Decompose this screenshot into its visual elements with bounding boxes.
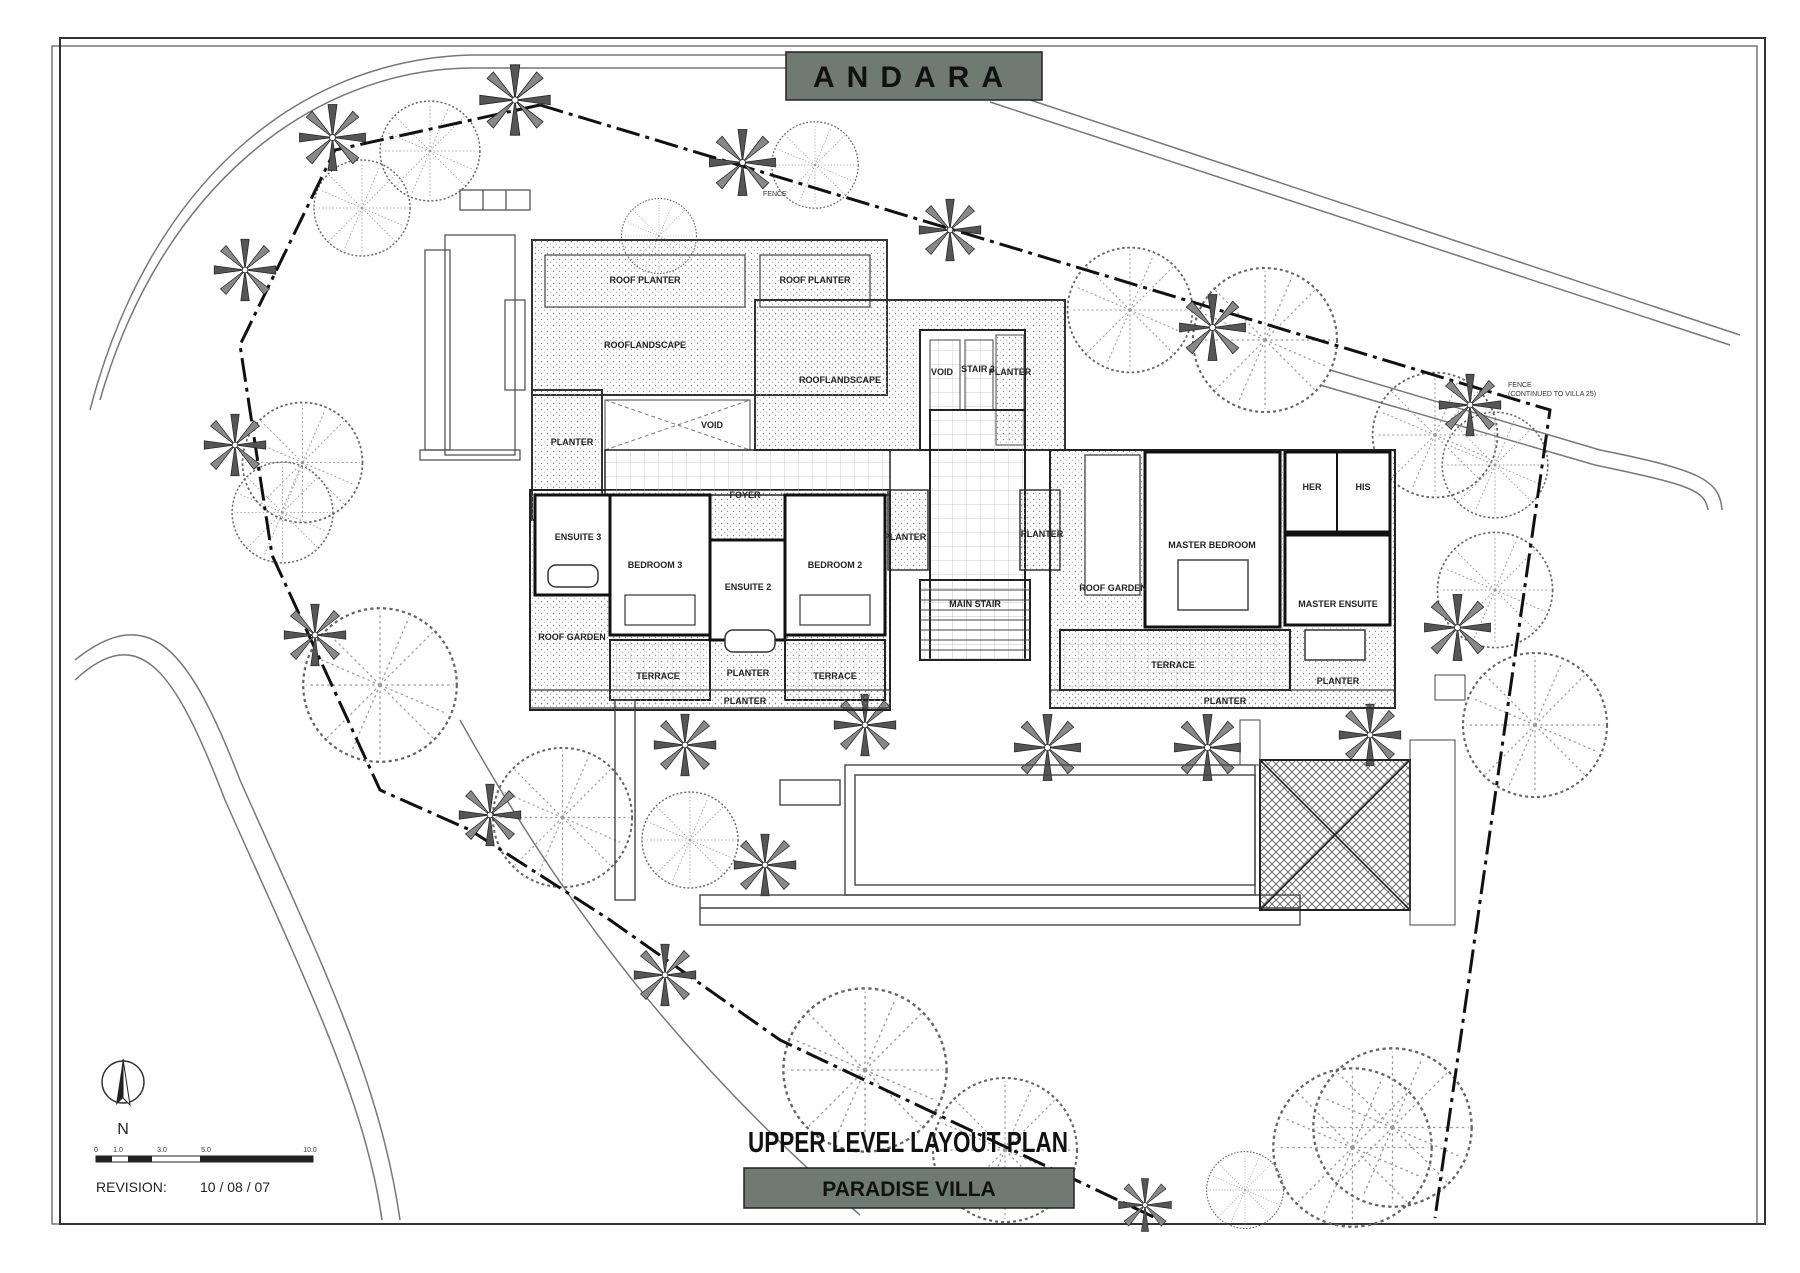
room-label: PLANTER [884,532,927,542]
room-label: TERRACE [1151,660,1195,670]
scale-tick: 3.0 [157,1147,167,1154]
room-label: TERRACE [813,671,857,681]
revision-label: REVISION: [96,1179,167,1195]
room-label: HIS [1355,482,1370,492]
fence-note-villa-sub: (CONTINUED TO VILLA 25) [1508,391,1596,398]
room-label: ROOF PLANTER [610,275,681,285]
room-label: VOID [931,367,954,377]
subtitle-banner: PARADISE VILLA [743,1167,1075,1209]
room-label: ROOFLANDSCAPE [799,375,881,385]
pavilion-roof [1239,674,1466,926]
room-label: FOYER [729,490,761,500]
revision-date: 10 / 08 / 07 [200,1179,270,1195]
fence-note-villa: FENCE [1508,382,1532,389]
room-label: BEDROOM 3 [628,560,683,570]
room-label: PLANTER [727,668,770,678]
roads [74,54,1741,1221]
room-labels: ROOF PLANTER ROOF PLANTER ROOFLANDSCAPE … [538,275,1378,706]
west-steps [419,189,531,461]
room-label: PLANTER [1021,529,1064,539]
room-label: HER [1302,482,1322,492]
room-label: MAIN STAIR [949,599,1001,609]
room-label: VOID [701,420,724,430]
room-label: MASTER ENSUITE [1298,599,1378,609]
room-label: STAIR 2 [961,364,995,374]
scale-tick: 0 [94,1147,98,1154]
trees [231,100,1609,1230]
scale-tick: 10.0 [303,1147,317,1154]
scale-tick: 5.0 [201,1147,211,1154]
room-label: PLANTER [724,696,767,706]
east-wing [1049,449,1396,709]
room-label: ROOF GARDEN [1079,583,1147,593]
room-label: MASTER BEDROOM [1168,540,1256,550]
brand-name: ANDARA [813,61,1015,94]
north-arrow: N [101,1058,145,1138]
north-label: N [117,1121,129,1138]
room-label: ROOF PLANTER [780,275,851,285]
room-label: ROOFLANDSCAPE [604,340,686,350]
room-label: TERRACE [636,671,680,681]
room-label: ENSUITE 3 [555,532,602,542]
room-label: BEDROOM 2 [808,560,863,570]
site-boundary [238,103,1552,1222]
main-stair-core [887,409,1061,661]
room-label: PLANTER [551,437,594,447]
brand-banner: ANDARA [785,51,1043,101]
room-label: PLANTER [1317,676,1360,686]
plan-title: UPPER LEVEL LAYOUT PLAN [748,1127,1068,1159]
room-label: PLANTER [1204,696,1247,706]
scale-bar: 0 1.0 3.0 5.0 10.0 [94,1147,317,1163]
room-label: ROOF GARDEN [538,632,606,642]
fence-note: FENCE [763,191,787,198]
west-wing [529,449,891,711]
room-label: PLANTER [989,367,1032,377]
plan-subtitle: PARADISE VILLA [822,1178,995,1201]
room-label: ENSUITE 2 [725,582,772,592]
scale-tick: 1.0 [113,1147,123,1154]
